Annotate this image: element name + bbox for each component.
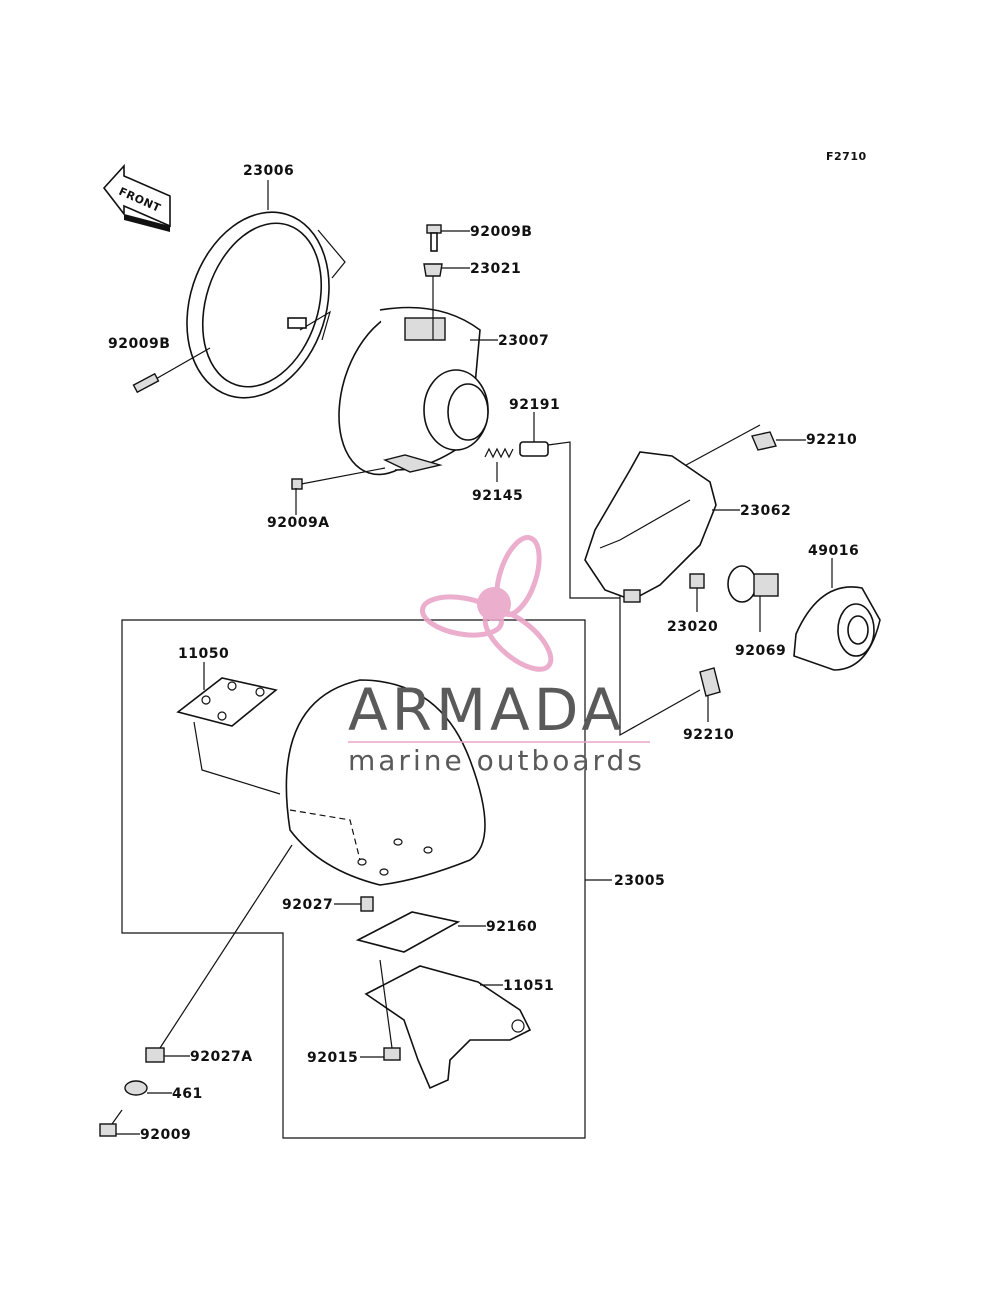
- watermark-brand: ARMADA: [348, 676, 625, 744]
- bracket-23062: [584, 451, 717, 603]
- clip-23020: [689, 573, 705, 589]
- front-arrow-icon: FRONT: [102, 163, 171, 232]
- collar-92027: [360, 896, 374, 912]
- plate-11050: [176, 677, 278, 727]
- headlight-cowl: [285, 679, 486, 886]
- spring-92145: [484, 447, 514, 459]
- label-23020: 23020: [667, 619, 718, 635]
- label-92191: 92191: [509, 397, 560, 413]
- armada-logo: [419, 535, 554, 672]
- label-23005: 23005: [614, 873, 665, 889]
- bulb-92069: [727, 565, 779, 603]
- plate-92160: [355, 911, 461, 953]
- label-92009: 92009: [140, 1127, 191, 1143]
- label-92027a: 92027A: [190, 1049, 253, 1065]
- watermark-tagline: marine outboards: [348, 744, 645, 777]
- label-23062: 23062: [740, 503, 791, 519]
- bracket-11051: [364, 965, 532, 1090]
- nut-92015: [383, 1047, 401, 1061]
- grommet-23021: [423, 263, 443, 277]
- headlight-housing: [338, 306, 489, 476]
- nut-92210-bottom: [699, 667, 721, 697]
- label-11051: 11051: [503, 978, 554, 994]
- washer-461: [124, 1080, 148, 1096]
- bolt-92009: [99, 1109, 123, 1137]
- label-92210-bottom: 92210: [683, 727, 734, 743]
- headlight-rim: [186, 211, 346, 399]
- label-23021: 23021: [470, 261, 521, 277]
- screw-92009b-left: [132, 347, 211, 394]
- label-92160: 92160: [486, 919, 537, 935]
- boot-49016: [793, 586, 881, 671]
- label-92009a: 92009A: [267, 515, 330, 531]
- screw-92009a: [291, 467, 386, 490]
- label-92210-top: 92210: [806, 432, 857, 448]
- label-49016: 49016: [808, 543, 859, 559]
- diagram-code: F2710: [826, 150, 867, 163]
- label-23006: 23006: [243, 163, 294, 179]
- label-92145: 92145: [472, 488, 523, 504]
- screw-92009b-top: [426, 224, 442, 252]
- label-92027: 92027: [282, 897, 333, 913]
- nut-92210-top: [751, 431, 777, 451]
- label-92009b-top: 92009B: [470, 224, 532, 240]
- label-92009b-left: 92009B: [108, 336, 170, 352]
- collar-92191: [519, 441, 549, 457]
- label-11050: 11050: [178, 646, 229, 662]
- label-23007: 23007: [498, 333, 549, 349]
- label-92015: 92015: [307, 1050, 358, 1066]
- label-92069: 92069: [735, 643, 786, 659]
- collar-92027a: [145, 1047, 165, 1063]
- label-461: 461: [172, 1086, 203, 1102]
- assembly-frame: [121, 619, 586, 1139]
